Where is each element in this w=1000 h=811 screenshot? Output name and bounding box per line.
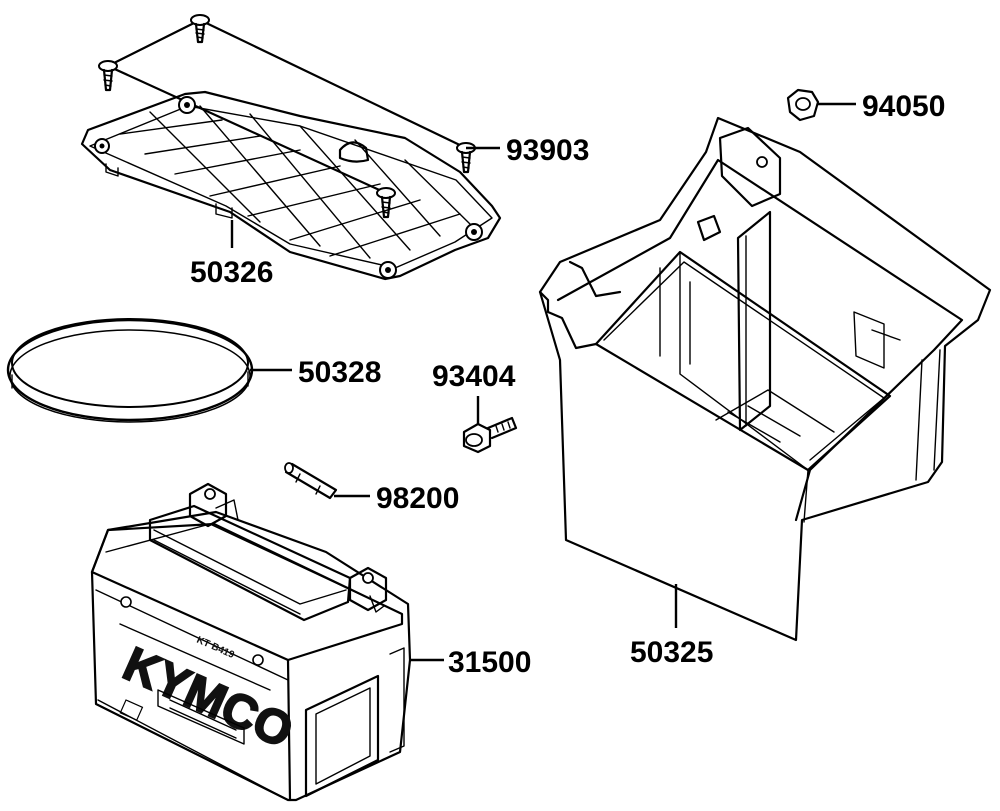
battery-band-50328	[6, 318, 292, 423]
battery-31500: KT B419 KYMCO	[90, 482, 444, 802]
terminal-icon	[348, 566, 388, 613]
part-label-50326: 50326	[190, 256, 273, 289]
part-labels: 50326 93903 50328 93404 98200 31500 5032…	[190, 90, 945, 679]
battery-cover-50326	[80, 90, 502, 281]
nut-94050	[786, 88, 856, 122]
screw-set-93903	[98, 14, 500, 219]
bolt-93404	[462, 396, 518, 454]
fuse-98200	[284, 462, 370, 500]
part-label-94050: 94050	[862, 90, 945, 123]
part-label-98200: 98200	[376, 482, 459, 515]
terminal-icon	[188, 482, 239, 528]
part-label-50328: 50328	[298, 356, 381, 389]
part-label-93903: 93903	[506, 134, 589, 167]
part-label-50325: 50325	[630, 636, 713, 669]
screw-icon	[98, 60, 118, 92]
screw-icon	[376, 187, 396, 219]
battery-box-50325	[538, 116, 992, 642]
screw-icon	[190, 14, 210, 44]
part-label-31500: 31500	[448, 646, 531, 679]
battery-model-text: KT B419	[195, 635, 236, 662]
screw-icon	[456, 142, 476, 174]
battery-brand-text: KYMCO	[116, 638, 301, 759]
part-label-93404: 93404	[432, 360, 516, 393]
